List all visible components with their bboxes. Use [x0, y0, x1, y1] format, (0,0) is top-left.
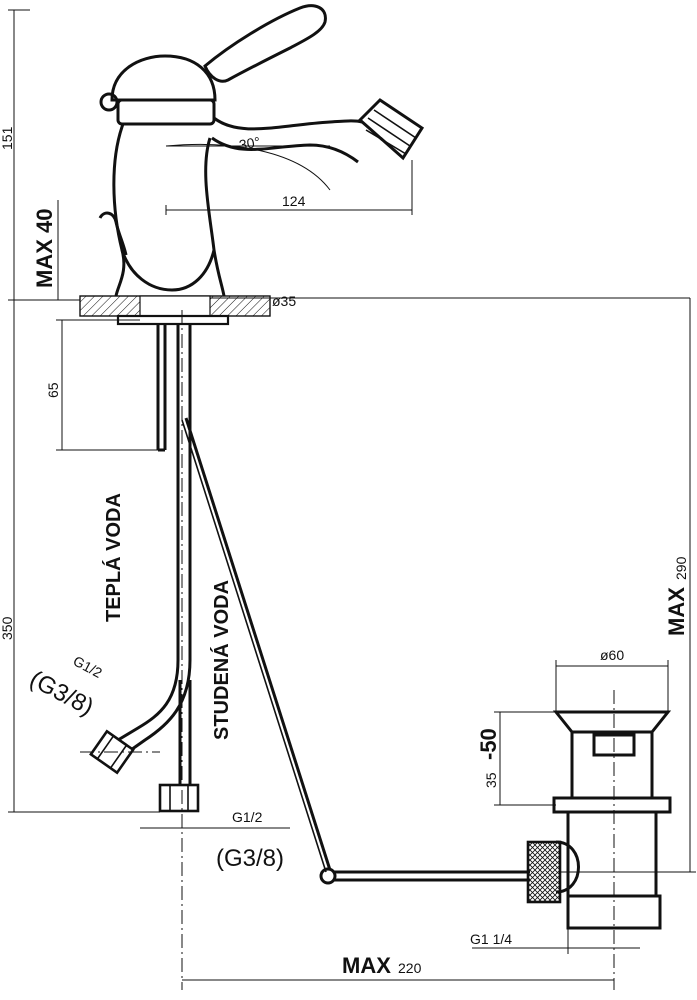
- dim-waste-range-small: 35: [483, 772, 499, 788]
- dim-max-290-value: 290: [673, 556, 689, 580]
- thread-g12-bottom: G1/2: [232, 809, 263, 825]
- dimension-lines: [8, 9, 696, 981]
- dim-waste-dia: ø60: [600, 647, 624, 663]
- countertop: [79, 295, 271, 326]
- body-base-curve: [120, 249, 216, 292]
- thread-g12-left: G1/2: [71, 653, 105, 681]
- body-right: [204, 137, 226, 297]
- warm-hose-right: [127, 324, 192, 754]
- dim-124: 124: [282, 193, 306, 209]
- thread-g38-bottom: (G3/8): [216, 845, 284, 872]
- cold-water-label: STUDENÁ VODA: [210, 580, 233, 740]
- dim-hole-dia: ø35: [272, 293, 296, 309]
- dim-waste-range-bold: -50: [476, 728, 501, 760]
- dim-angle: 30°: [238, 134, 262, 153]
- aerator: [357, 98, 425, 161]
- popup-rod: [181, 417, 530, 885]
- body-left: [112, 123, 126, 297]
- warm-water-label: TEPLÁ VODA: [102, 493, 125, 622]
- popup-knob: [98, 211, 128, 256]
- dim-max-40: MAX 40: [32, 209, 57, 288]
- dim-65: 65: [45, 382, 61, 398]
- dim-max-220-label: MAX: [342, 953, 391, 978]
- water-labels: TEPLÁ VODA STUDENÁ VODA: [102, 493, 233, 740]
- dim-151: 151: [0, 126, 15, 150]
- body-ring: [116, 98, 216, 126]
- knob: [99, 92, 119, 112]
- lever-handle: [203, 4, 327, 83]
- waste-slot: [592, 733, 636, 757]
- waste-body: [570, 730, 654, 800]
- spout-bottom: [211, 136, 359, 164]
- waste-tee: [555, 840, 580, 894]
- dim-max-290-label: MAX: [664, 587, 689, 636]
- knurled-nut: [526, 840, 562, 904]
- thread-g114: G1 1/4: [470, 931, 512, 947]
- dim-max-220-value: 220: [398, 960, 422, 976]
- waste-assembly: [526, 710, 672, 930]
- dim-350: 350: [0, 616, 15, 640]
- waste-flange: [552, 710, 672, 734]
- dimension-texts: 151 MAX 40 30° 124 ø35 65 350 MAX 290 ø6…: [0, 126, 689, 978]
- waste-lower-body: [566, 812, 658, 898]
- thread-labels: G1/2 (G3/8) G1/2 (G3/8) G1 1/4: [25, 653, 512, 947]
- faucet-body: [98, 4, 425, 297]
- center-lines: [80, 310, 615, 990]
- warm-hose-left: [117, 324, 180, 742]
- waste-nut: [552, 796, 672, 814]
- cold-connector: [158, 783, 200, 813]
- dome-cap: [110, 54, 217, 102]
- spout-top: [213, 116, 363, 131]
